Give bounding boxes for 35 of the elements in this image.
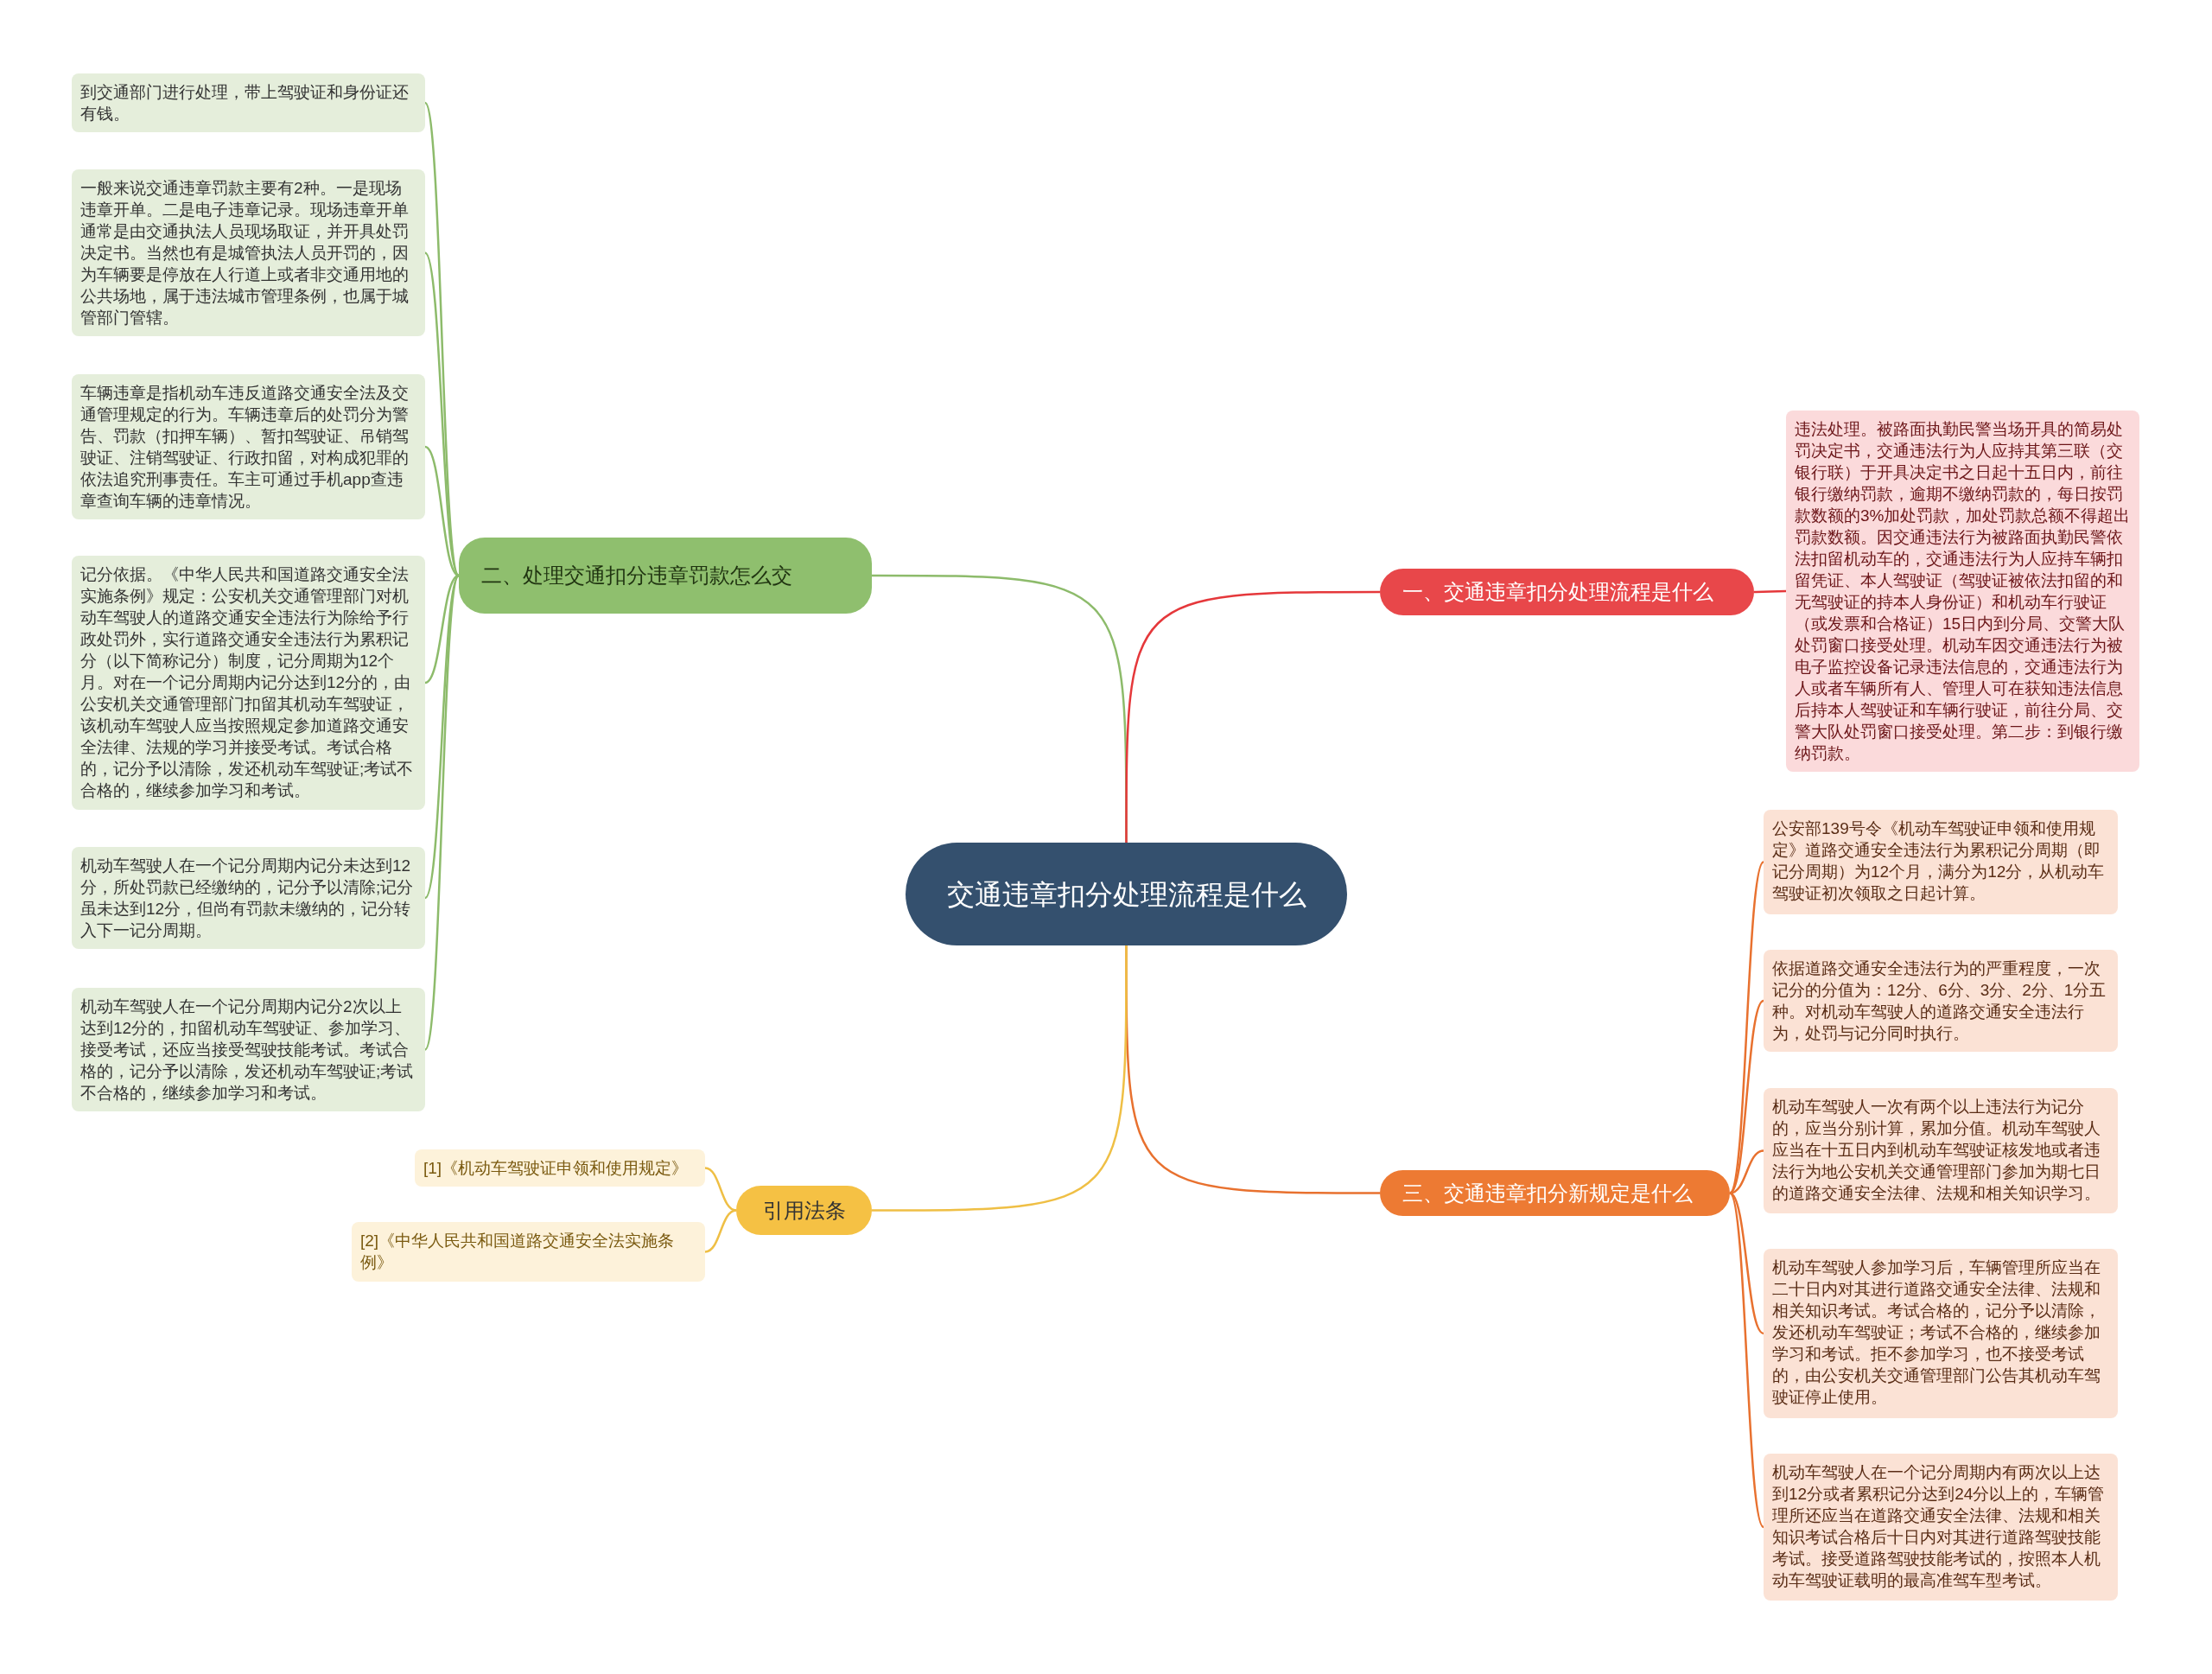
connector-line	[424, 445, 460, 577]
connector-line	[424, 574, 460, 684]
branch-topic: 引用法条	[736, 1186, 872, 1235]
branch-topic: 三、交通违章扣分新规定是什么	[1380, 1170, 1730, 1216]
connector-line	[1729, 1192, 1764, 1334]
note-box: 一般来说交通违章罚款主要有2种。一是现场违章开单。二是电子违章记录。现场违章开单通常是由交通执法人员现场取证，并开具处罚决定书。当然也有是城管执法人员开罚的，因为车辆要是停放在人行道上或者非交通用地的公共场地，属于违法城市管理条例，也属于城管部门管辖。	[72, 169, 425, 336]
note-box: 违法处理。被路面执勤民警当场开具的简易处罚决定书，交通违法行为人应持其第三联（交银行联）于开具决定书之日起十五日内，前往银行缴纳罚款，逾期不缴纳罚款的，每日按罚款数额的3%加处罚款，加处罚款总额不得超出罚款数额。因交通违法行为被路面执勤民警依法扣留机动车的，交通违法行为人应持车辆扣留凭证、本人驾驶证（驾驶证被依法扣留的和无驾驶证的持本人身份证）和机动车行驶证（或发票和合格证）15日内到分局、交警大队处罚窗口接受处理。机动车因交通违法行为被电子监控设备记录违法信息的，交通违法行为人或者车辆所有人、管理人可在获知违法信息后持本人驾驶证和车辆行驶证，前往分局、交警大队处罚窗口接受处理。第二步：到银行缴纳罚款。	[1786, 411, 2139, 772]
connector-line	[1728, 861, 1765, 1194]
note-box: 公安部139号令《机动车驾驶证申领和使用规定》道路交通安全违法行为累积记分周期（即记分周期）为12个月，满分为12分，从机动车驾驶证初次领取之日起计算。	[1764, 810, 2118, 914]
note-box: 机动车驾驶人在一个记分周期内记分2次以上达到12分的，扣留机动车驾驶证、参加学习、接受考试，还应当接受驾驶技能考试。考试合格的，记分予以清除，发还机动车驾驶证;考试不合格的，继续参加学习和考试。	[72, 988, 425, 1111]
note-box: 机动车驾驶人参加学习后，车辆管理所应当在二十日内对其进行道路交通安全法律、法规和相关知识考试。考试合格的，记分予以清除，发还机动车驾驶证；考试不合格的，继续参加学习和考试。拒不参加学习，也不接受考试的，由公安机关交通管理部门公告其机动车驾驶证停止使用。	[1764, 1249, 2118, 1418]
branch-topic: 一、交通违章扣分处理流程是什么	[1380, 569, 1754, 615]
connector-line	[1729, 1149, 1764, 1194]
connector-line	[1125, 590, 1380, 843]
note-box: 到交通部门进行处理，带上驾驶证和身份证还有钱。	[72, 73, 425, 132]
connector-line	[704, 1209, 737, 1253]
note-box: [2]《中华人民共和国道路交通安全法实施条例》	[352, 1222, 705, 1282]
central-topic: 交通违章扣分处理流程是什么	[906, 843, 1347, 945]
note-box: 机动车驾驶人一次有两个以上违法行为记分的，应当分别计算，累加分值。机动车驾驶人应当在十五日内到机动车驾驶证核发地或者违法行为地公安机关交通管理部门参加为期七日的道路交通安全法律、法规和相关知识学习。	[1764, 1088, 2118, 1213]
note-box: 记分依据。《中华人民共和国道路交通安全法实施条例》规定：公安机关交通管理部门对机动车驾驶人的道路交通安全违法行为除给予行政处罚外，实行道路交通安全违法行为累积记分（以下简称记分）制度，记分周期为12个月。对在一个记分周期内记分达到12分的，由公安机关交通管理部门扣留其机动车驾驶证，该机动车驾驶人应当按照规定参加道路交通安全法律、法规的学习并接受考试。考试合格的，记分予以清除，发还机动车驾驶证;考试不合格的，继续参加学习和考试。	[72, 556, 425, 810]
connector-line	[704, 1167, 737, 1212]
connector-line	[872, 945, 1128, 1212]
connector-line	[423, 102, 461, 576]
note-box: 机动车驾驶人在一个记分周期内有两次以上达到12分或者累积记分达到24分以上的，车辆管理所还应当在道路交通安全法律、法规和相关知识考试合格后十日内对其进行道路驾驶技能考试。接受道路驾驶技能考试的，按照本人机动车驾驶证载明的最高准驾车型考试。	[1764, 1454, 2118, 1601]
note-box: [1]《机动车驾驶证申领和使用规定》	[415, 1149, 705, 1187]
note-box: 依据道路交通安全违法行为的严重程度，一次记分的分值为：12分、6分、3分、2分、1分五种。对机动车驾驶人的道路交通安全违法行为，处罚与记分同时执行。	[1764, 950, 2118, 1052]
branch-topic: 二、处理交通扣分违章罚款怎么交	[459, 538, 872, 614]
note-box: 车辆违章是指机动车违反道路交通安全法及交通管理规定的行为。车辆违章后的处罚分为警告、罚款（扣押车辆）、暂扣驾驶证、吊销驾驶证、注销驾驶证、行政扣留，对构成犯罪的依法追究刑事责任。车主可通过手机app查违章查询车辆的违章情况。	[72, 374, 425, 519]
connector-line	[423, 251, 461, 576]
connector-line	[1754, 589, 1786, 594]
note-box: 机动车驾驶人在一个记分周期内记分未达到12分，所处罚款已经缴纳的，记分予以清除;记分虽未达到12分，但尚有罚款未缴纳的，记分转入下一记分周期。	[72, 847, 425, 949]
connector-line	[1729, 1000, 1764, 1194]
connector-line	[423, 575, 461, 1050]
connector-line	[423, 575, 461, 899]
connector-line	[1728, 1192, 1765, 1528]
